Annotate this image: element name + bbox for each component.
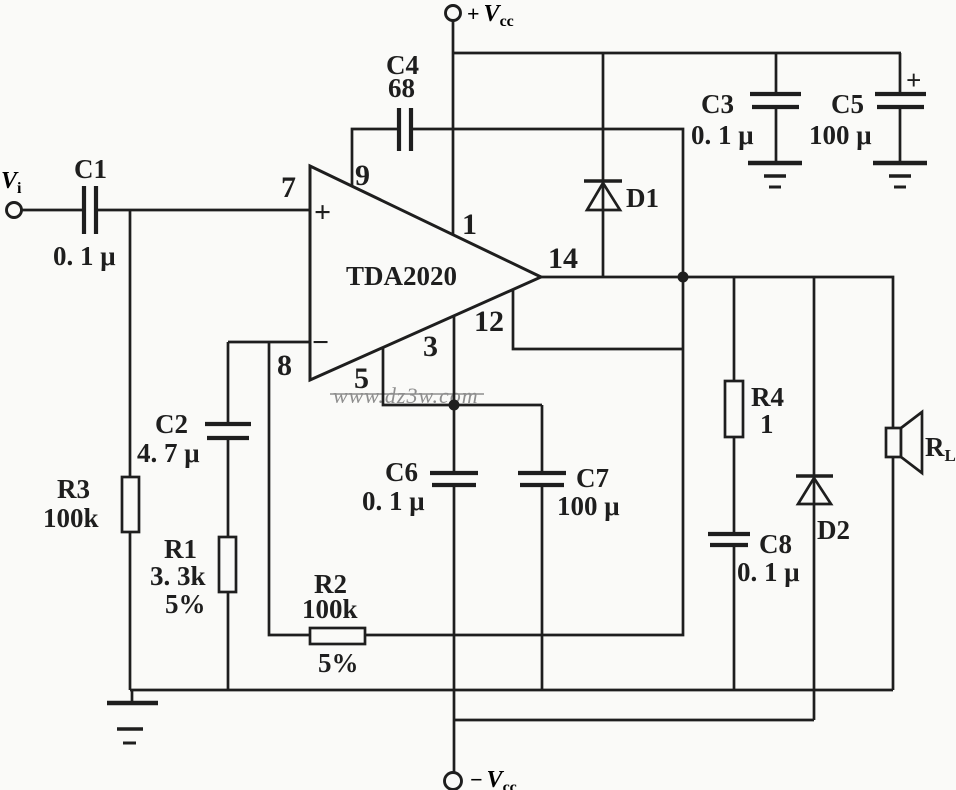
c3-value: 0. 1 μ [691, 120, 754, 150]
c2-ref: C2 [155, 409, 188, 439]
r3-resistor [120, 475, 141, 534]
d1-ref: D1 [626, 183, 659, 213]
input-voltage-label: Vi [1, 168, 22, 197]
component-labels: C1 0. 1 μ R3 100k C2 4. 7 μ R1 3. 3k 5% … [43, 50, 956, 678]
c6-value: 0. 1 μ [362, 486, 425, 516]
output-junction-dot [677, 271, 689, 283]
r4-ref: R4 [751, 382, 784, 412]
capacitors [81, 91, 926, 548]
c3-ground-symbol [748, 160, 802, 189]
r2-resistor [308, 626, 367, 646]
c5-ground-symbol [873, 160, 927, 189]
r2-ref: R2 [314, 569, 347, 599]
r2-tolerance: 5% [318, 648, 359, 678]
input-terminal [5, 201, 23, 219]
c5-ref: C5 [831, 89, 864, 119]
r4-value: 1 [760, 409, 774, 439]
c6-ref: C6 [385, 457, 418, 487]
d2-diode [795, 475, 834, 506]
opamp-tda2020: + − TDA2020 [308, 163, 545, 383]
c5-polarity: + [906, 65, 921, 95]
r4-resistor [723, 379, 745, 439]
vcc-pos-label: +Vcc [467, 1, 514, 30]
c5-value: 100 μ [809, 120, 872, 150]
speaker-magnet [884, 426, 903, 459]
pin7-label: 7 [281, 171, 296, 204]
c4-ref: C4 [386, 50, 419, 80]
ground-symbols [107, 160, 927, 745]
c1-ref: C1 [74, 154, 107, 184]
positive-supply-net-wire [451, 20, 902, 277]
opamp-triangle [308, 163, 545, 383]
d2-ref: D2 [817, 515, 850, 545]
pin-labels: 7 8 9 1 14 12 3 5 [277, 159, 578, 395]
c8-capacitor [708, 531, 750, 548]
diodes [584, 179, 834, 506]
r1-ref: R1 [164, 534, 197, 564]
vcc-neg-label: −Vcc [470, 767, 517, 790]
vee-junction-dot [448, 399, 460, 411]
pin9-label: 9 [355, 159, 370, 192]
c3-ref: C3 [701, 89, 734, 119]
c7-value: 100 μ [557, 491, 620, 521]
c2-value: 4. 7 μ [137, 438, 200, 468]
opamp-part-number: TDA2020 [346, 261, 457, 291]
c7-capacitor [518, 470, 566, 488]
c8-value: 0. 1 μ [737, 557, 800, 587]
main-ground-symbol [107, 700, 158, 745]
d1-diode [584, 180, 623, 212]
c7-ref: C7 [576, 463, 609, 493]
pin3-label: 3 [423, 330, 438, 363]
speaker-label: RL [925, 432, 956, 465]
c5-capacitor [875, 91, 926, 110]
opamp-noninverting-mark: + [314, 196, 331, 229]
pin5-label: 5 [354, 362, 369, 395]
r1-resistor [217, 535, 238, 594]
pin8-label: 8 [277, 349, 292, 382]
c3-capacitor [750, 91, 801, 110]
input-net-wire [21, 208, 310, 690]
r1-value: 3. 3k [150, 561, 206, 591]
vcc-neg-terminal [443, 771, 463, 790]
c1-capacitor [81, 186, 99, 234]
pin14-label: 14 [548, 242, 578, 275]
speaker-horn [899, 409, 924, 476]
r3-value: 100k [43, 503, 99, 533]
pin12-label: 12 [474, 305, 504, 338]
c2-capacitor [205, 421, 251, 441]
r1-tolerance: 5% [165, 589, 206, 619]
c8-ref: C8 [759, 529, 792, 559]
speaker-load [884, 409, 924, 476]
vcc-pos-terminal [444, 4, 462, 22]
pin1-label: 1 [462, 208, 477, 241]
r3-ref: R3 [57, 474, 90, 504]
rail-labels: Vi +Vcc −Vcc [1, 1, 517, 790]
c1-value: 0. 1 μ [53, 241, 116, 271]
c4-value: 68 [388, 73, 415, 103]
opamp-inverting-mark: − [312, 326, 329, 359]
r2-value: 100k [302, 594, 358, 624]
c6-capacitor [430, 470, 478, 488]
c4-capacitor [396, 108, 414, 151]
resistors [120, 379, 745, 646]
